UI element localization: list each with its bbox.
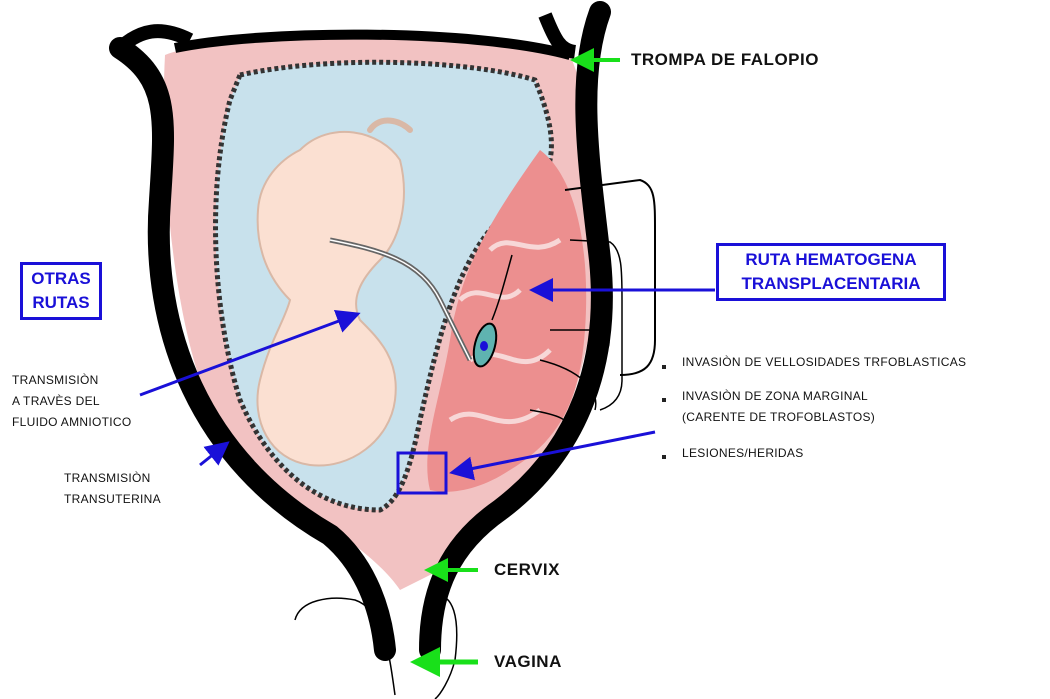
marginal-zone-line-1: INVASIÒN DE ZONA MARGINAL	[682, 386, 875, 407]
label-cervix: CERVIX	[494, 560, 560, 580]
label-transuterine-route: TRANSMISIÒN TRANSUTERINA	[64, 468, 161, 510]
amniotic-line-1: TRANSMISIÒN	[12, 370, 131, 391]
amniotic-line-2: A TRAVÈS DEL	[12, 391, 131, 412]
otras-rutas-line-1: OTRAS	[29, 267, 93, 291]
bullet-lesions: LESIONES/HERIDAS	[682, 443, 804, 464]
label-amniotic-route: TRANSMISIÒN A TRAVÈS DEL FLUIDO AMNIOTIC…	[12, 370, 131, 433]
transuterine-line-1: TRANSMISIÒN	[64, 468, 161, 489]
ruta-hematogena-line-2: TRANSPLACENTARIA	[725, 272, 937, 296]
otras-rutas-box: OTRAS RUTAS	[20, 262, 102, 320]
bullet-villous-invasion: INVASIÒN DE VELLOSIDADES TRFOBLASTICAS	[682, 352, 966, 373]
label-vagina: VAGINA	[494, 652, 562, 672]
bullet-marker-3	[662, 455, 666, 459]
marginal-zone-line-2: (CARENTE DE TROFOBLASTOS)	[682, 407, 875, 428]
otras-rutas-line-2: RUTAS	[29, 291, 93, 315]
bullet-marker-2	[662, 398, 666, 402]
transuterine-line-2: TRANSUTERINA	[64, 489, 161, 510]
ruta-hematogena-line-1: RUTA HEMATOGENA	[725, 248, 937, 272]
amniotic-line-3: FLUIDO AMNIOTICO	[12, 412, 131, 433]
bullet-marginal-zone: INVASIÒN DE ZONA MARGINAL (CARENTE DE TR…	[682, 386, 875, 428]
pathogen-nucleus	[480, 341, 488, 351]
bullet-marker-1	[662, 365, 666, 369]
ruta-hematogena-box: RUTA HEMATOGENA TRANSPLACENTARIA	[716, 243, 946, 301]
label-trompa: TROMPA DE FALOPIO	[631, 50, 819, 70]
